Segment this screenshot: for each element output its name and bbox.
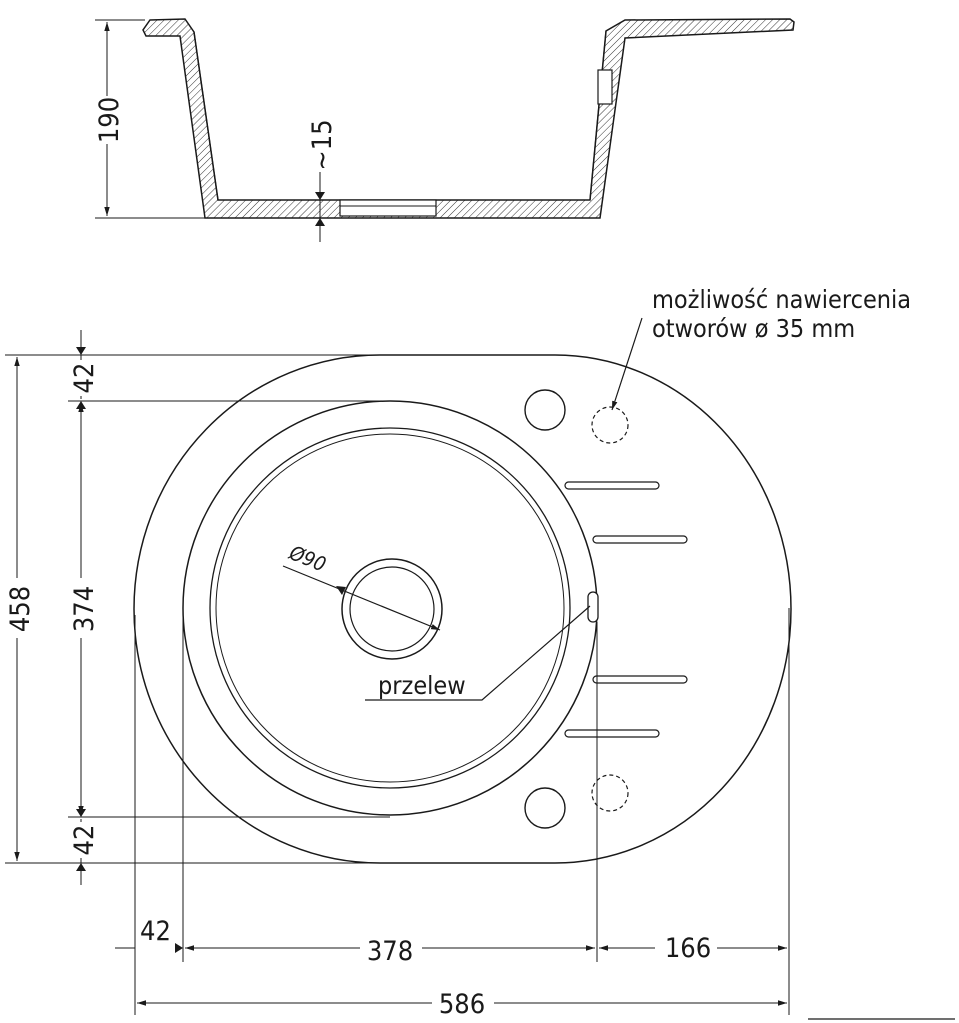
sink-outline [133,354,792,864]
inner-wall-left [193,31,219,201]
plan-view: Ø90 przelew możliwość nawiercenia otworó… [5,285,911,1020]
section-view: 190 190 ~15 [94,18,795,242]
optional-tap-hole-top [591,406,629,444]
drainer-width-label: 166 [665,933,711,964]
drain-diameter-line [282,565,441,631]
drain-outer [341,558,443,660]
bowl-width-label: 378 [367,936,413,967]
bowl-outer-rim [182,400,598,816]
tap-hole-bottom [524,787,566,829]
sink-section-profile [142,18,795,219]
depth-label-text: 190 [94,97,125,143]
tap-note-line1: możliwość nawiercenia [652,285,911,314]
tap-hole-top [524,389,566,431]
overflow-leader [365,605,591,701]
tap-note-line2: otworów ø 35 mm [652,314,855,343]
overflow-label: przelew [378,671,466,700]
bowl-height-label: 374 [69,586,100,632]
drain-diameter-label: Ø90 [285,540,329,577]
tap-note-leader [611,317,643,411]
bowl-inner-rim [209,427,571,789]
total-width-label: 586 [439,989,485,1020]
overflow-slot-section [597,69,613,105]
bowl-inner-rim-2 [215,433,565,783]
bottom-margin-label: 42 [69,825,100,856]
inner-wall-right [589,30,607,201]
optional-tap-hole-bottom [591,774,629,812]
top-margin-label: 42 [69,363,100,394]
drain-inner [349,566,435,652]
drainer-grooves [564,481,688,738]
total-height-label: 458 [5,586,36,632]
left-margin-label: 42 [140,916,171,947]
thickness-label: ~15 [307,119,338,170]
drain-cut-section [339,199,437,217]
